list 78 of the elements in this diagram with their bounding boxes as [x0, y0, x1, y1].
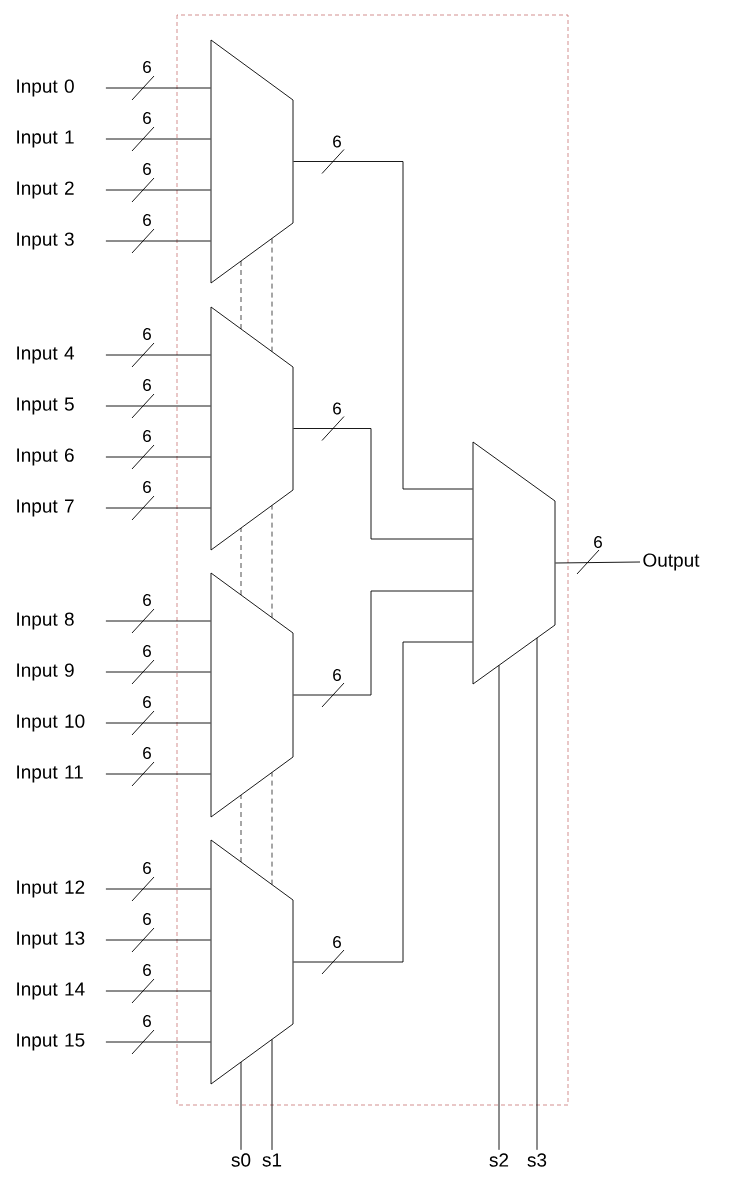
input-label: Input 4 [17, 346, 75, 364]
wire [271, 1038, 273, 1151]
bus-width-label: 6 [143, 594, 151, 607]
wire [498, 664, 500, 1151]
bus-width-label: 6 [594, 536, 602, 549]
wire [105, 876, 211, 902]
input-label: Input 14 [17, 982, 85, 1000]
input-label: Input 12 [17, 880, 85, 898]
bus-width-label: 6 [143, 214, 151, 227]
bus-width-label: 6 [143, 61, 151, 74]
input-label: Input 8 [17, 612, 74, 630]
bus-width-label: 6 [143, 1015, 151, 1028]
bus-width-label: 6 [143, 379, 151, 392]
wire [105, 1029, 211, 1055]
multiplexer [210, 39, 294, 284]
bus-width-label: 6 [333, 936, 341, 949]
bus-width-label: 6 [143, 913, 151, 926]
input-label: Input 15 [17, 1033, 85, 1051]
wire [105, 126, 211, 152]
bus-width-label: 6 [143, 430, 151, 443]
bus-width-label: 6 [143, 862, 151, 875]
input-label: Input 1 [17, 130, 74, 148]
select-label: s2 [489, 1153, 509, 1167]
wire [555, 549, 641, 575]
bus-width-label: 6 [143, 964, 151, 977]
wire [105, 659, 211, 685]
wire [105, 761, 211, 787]
select-label: s1 [262, 1153, 282, 1167]
output-label: Output [643, 553, 700, 571]
wire [271, 772, 273, 885]
select-label: s0 [231, 1153, 251, 1167]
wire [271, 238, 273, 352]
wire [105, 978, 211, 1004]
input-label: Input 3 [17, 232, 74, 250]
bus-width-label: 6 [143, 163, 151, 176]
multiplexer [210, 306, 294, 551]
input-label: Input 13 [17, 931, 85, 949]
wire [293, 149, 473, 490]
wire [105, 393, 211, 419]
bus-width-label: 6 [333, 135, 341, 148]
wire [293, 641, 473, 975]
wire [240, 527, 242, 596]
wire [105, 495, 211, 521]
wire [240, 794, 242, 863]
input-label: Input 2 [17, 181, 74, 199]
wire [105, 177, 211, 203]
multiplexer [472, 441, 556, 685]
select-label: s3 [527, 1153, 547, 1167]
wire [105, 444, 211, 470]
wire [105, 927, 211, 953]
multiplexer [210, 572, 294, 818]
wire [536, 637, 538, 1151]
wire [105, 342, 211, 368]
wire [105, 75, 211, 101]
bus-width-label: 6 [143, 481, 151, 494]
wire [105, 710, 211, 736]
input-label: Input 7 [17, 499, 74, 517]
input-label: Input 6 [17, 448, 74, 466]
bus-width-label: 6 [143, 645, 151, 658]
wire [271, 505, 273, 618]
input-label: Input 5 [17, 397, 74, 415]
bus-width-label: 6 [143, 747, 151, 760]
multiplexer [210, 839, 294, 1085]
bus-width-label: 6 [333, 669, 341, 682]
wire [105, 228, 211, 254]
wire [293, 416, 473, 540]
wire [105, 608, 211, 634]
input-label: Input 11 [17, 765, 83, 783]
bus-width-label: 6 [143, 328, 151, 341]
wire [240, 1061, 242, 1151]
bus-width-label: 6 [143, 696, 151, 709]
wire [293, 590, 473, 708]
input-label: Input 9 [17, 663, 74, 681]
bus-width-label: 6 [143, 112, 151, 125]
input-label: Input 10 [17, 714, 85, 732]
wire [240, 260, 242, 330]
bus-width-label: 6 [333, 402, 341, 415]
input-label: Input 0 [17, 79, 74, 97]
